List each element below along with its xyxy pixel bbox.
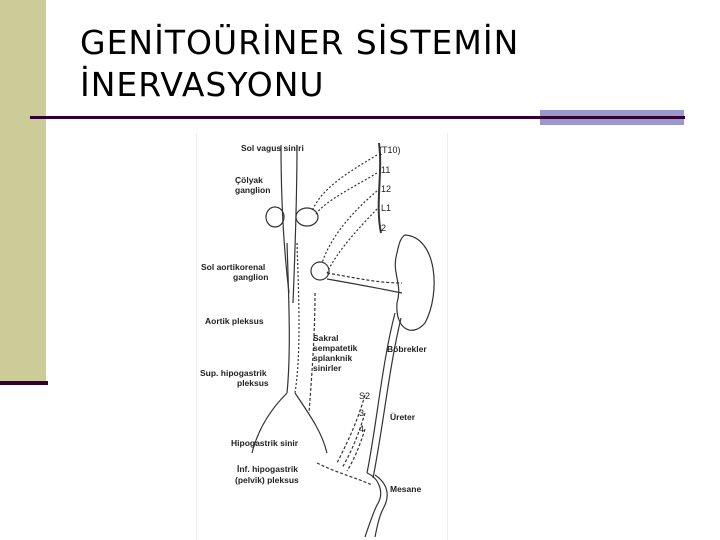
segment-s3: 3 xyxy=(359,408,364,418)
innervation-diagram: Sol vagus siniri Çölyak ganglion Sol aor… xyxy=(196,133,448,540)
label-vagus: Sol vagus siniri xyxy=(241,143,304,153)
aortic-plexus-right xyxy=(294,242,300,394)
hypogastric-nerve-left xyxy=(251,392,288,454)
sidebar-band xyxy=(0,0,46,384)
label-sup-2: pleksus xyxy=(237,378,269,388)
label-bobrekler: Böbrekler xyxy=(387,344,427,354)
label-inf-1: İnf. hipogastrik xyxy=(237,464,298,474)
sidebar-band-foot xyxy=(0,381,48,385)
segment-s4: 4 xyxy=(359,424,364,434)
renal-nerve-2 xyxy=(326,278,403,294)
label-sakral-1: Sakral xyxy=(313,333,339,343)
label-celiac-2: ganglion xyxy=(235,185,270,195)
celiac-ganglion xyxy=(295,207,319,227)
title-rule-accent-line xyxy=(540,116,684,119)
innervation-diagram-svg: Sol vagus siniri Çölyak ganglion Sol aor… xyxy=(200,142,435,538)
kidney xyxy=(394,234,435,331)
segment-t10: (T10) xyxy=(379,145,401,155)
slide-title-line-1: GENİTOÜRİNER SİSTEMİN xyxy=(80,23,520,62)
hypogastric-nerve-right xyxy=(294,392,328,454)
ureter-2 xyxy=(372,317,402,479)
label-aortik: Aortik pleksus xyxy=(205,316,264,326)
segment-12: 12 xyxy=(381,184,391,194)
label-sup-1: Sup. hipogastrik xyxy=(200,368,267,378)
segment-l2: 2 xyxy=(381,223,386,233)
bladder xyxy=(364,472,382,538)
segment-l1: L1 xyxy=(381,203,391,213)
segment-s2: S2 xyxy=(359,391,370,401)
sympathetic-chain xyxy=(377,142,382,234)
label-celiac-1: Çölyak xyxy=(235,175,263,185)
label-sakral-3: splanknik xyxy=(313,353,352,363)
splanchnic-nerve-2 xyxy=(314,172,378,216)
segment-11: 11 xyxy=(381,165,390,175)
label-aortikorenal-1: Sol aortikorenal xyxy=(201,262,265,272)
label-sakral-4: sinirler xyxy=(313,363,342,373)
splanchnic-nerve-1 xyxy=(311,154,378,212)
aorticorenal-ganglion xyxy=(310,261,330,281)
sacral-root-s3 xyxy=(341,412,366,469)
celiac-ganglion-left xyxy=(265,206,285,228)
sacral-splanchnic xyxy=(308,292,316,414)
splanchnic-nerve-4 xyxy=(326,208,378,274)
bladder-2 xyxy=(374,474,388,538)
label-ureter: Üreter xyxy=(390,412,416,422)
slide-title: GENİTOÜRİNER SİSTEMİN İNERVASYONU xyxy=(80,22,519,106)
vagus-nerve xyxy=(292,144,298,304)
pelvic-plexus xyxy=(316,462,373,486)
label-hipogastrik: Hipogastrik sinir xyxy=(231,438,299,448)
sacral-root-s2 xyxy=(336,394,366,464)
slide-title-line-2: İNERVASYONU xyxy=(80,65,325,104)
label-mesane: Mesane xyxy=(390,484,421,494)
label-sakral-2: sempatetik xyxy=(313,343,358,353)
vagus-nerve-2 xyxy=(280,144,290,294)
splanchnic-nerve-3 xyxy=(321,190,378,264)
title-rule xyxy=(30,116,685,119)
aortic-plexus-left xyxy=(286,242,290,394)
ureter xyxy=(366,312,396,474)
label-inf-2: (pelvik) pleksus xyxy=(235,475,299,485)
sacral-root-s4 xyxy=(346,428,366,472)
label-aortikorenal-2: ganglion xyxy=(233,272,268,282)
